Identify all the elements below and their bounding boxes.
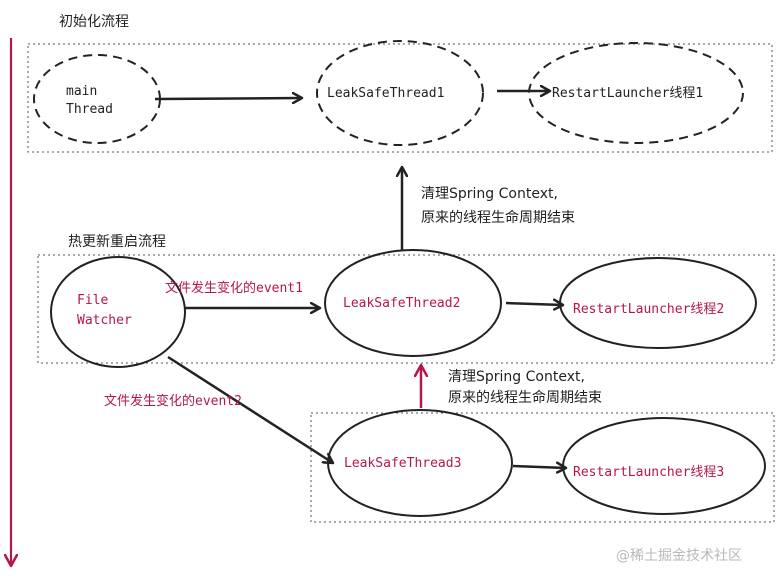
group-hot-restart xyxy=(37,254,775,364)
event-2-label: 文件发生变化的event2 xyxy=(104,393,242,409)
section-title-hot-restart: 热更新重启流程 xyxy=(68,234,166,250)
arrow-main-to-leak-safe-1 xyxy=(154,98,302,99)
node-restart-launcher-1-label: RestartLauncher线程1 xyxy=(552,86,703,101)
node-main-thread-label-2: Thread xyxy=(66,102,113,117)
node-file-watcher xyxy=(50,256,186,368)
node-main-thread-label-1: main xyxy=(66,84,97,99)
node-leak-safe-thread-2 xyxy=(324,249,502,357)
node-file-watcher-label-2: Watcher xyxy=(77,313,132,328)
node-leak-safe-thread-1 xyxy=(316,40,484,146)
node-restart-launcher-3-label: RestartLauncher线程3 xyxy=(573,465,724,480)
note-clean-context-1-line-2: 原来的线程生命周期结束 xyxy=(421,209,575,226)
group-init xyxy=(27,43,773,153)
node-leak-safe-thread-2-label: LeakSafeThread2 xyxy=(343,296,460,311)
arrow-leak-safe-3-to-restart-3 xyxy=(512,466,566,468)
node-leak-safe-thread-3-label: LeakSafeThread3 xyxy=(344,456,461,471)
node-file-watcher-label-1: File xyxy=(77,293,108,308)
watermark: @稀土掘金技术社区 xyxy=(616,548,742,564)
node-restart-launcher-2-label: RestartLauncher线程2 xyxy=(573,302,724,317)
event-1-label: 文件发生变化的event1 xyxy=(165,280,303,296)
node-leak-safe-thread-1-label: LeakSafeThread1 xyxy=(327,86,444,101)
section-title-init: 初始化流程 xyxy=(59,13,129,30)
arrow-leak-safe-2-to-restart-2 xyxy=(505,303,563,305)
note-clean-context-2-line-2: 原来的线程生命周期结束 xyxy=(448,389,602,406)
group-event2 xyxy=(310,412,775,523)
note-clean-context-2-line-1: 清理Spring Context, xyxy=(448,369,585,385)
arrow-file-watcher-to-leak-safe-3 xyxy=(167,355,333,463)
node-restart-launcher-1 xyxy=(528,42,744,144)
node-main-thread xyxy=(33,54,161,144)
note-clean-context-1-line-1: 清理Spring Context, xyxy=(421,186,558,202)
